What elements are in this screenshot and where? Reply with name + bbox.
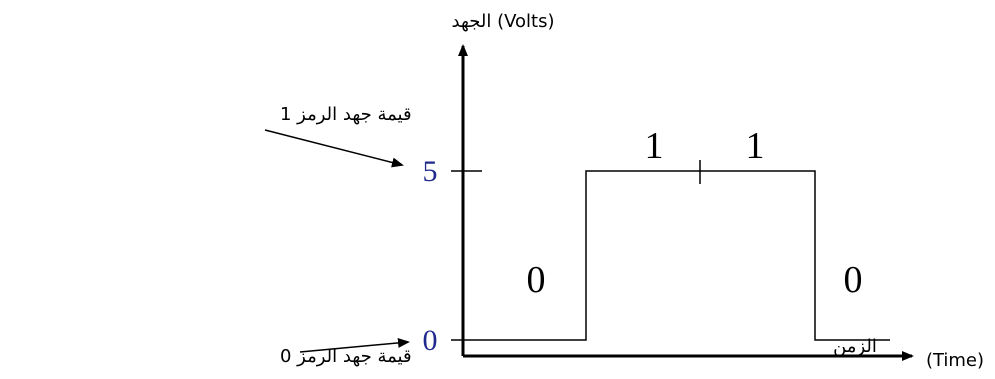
symbol-label-3: 1 (746, 125, 765, 167)
symbol-label-1: 0 (527, 259, 546, 301)
annotation-arrow-0 (299, 337, 410, 353)
annotation-symbol-0: قيمة جهد الرمز 0 (280, 346, 412, 367)
annotation-arrow-1 (264, 129, 404, 168)
level-value-low: 0 (423, 324, 438, 357)
symbol-label-4: 0 (844, 259, 863, 301)
signal-waveform (463, 170, 890, 341)
x-axis-label-arabic: الزمن (833, 336, 877, 357)
symbol-label-2: 1 (645, 125, 664, 167)
x-axis-label-english: (Time) (926, 350, 984, 371)
annotation-symbol-1: قيمة جهد الرمز 1 (280, 104, 412, 125)
y-axis-label: الجهد (Volts) (452, 11, 555, 32)
level-value-high: 5 (423, 155, 438, 188)
